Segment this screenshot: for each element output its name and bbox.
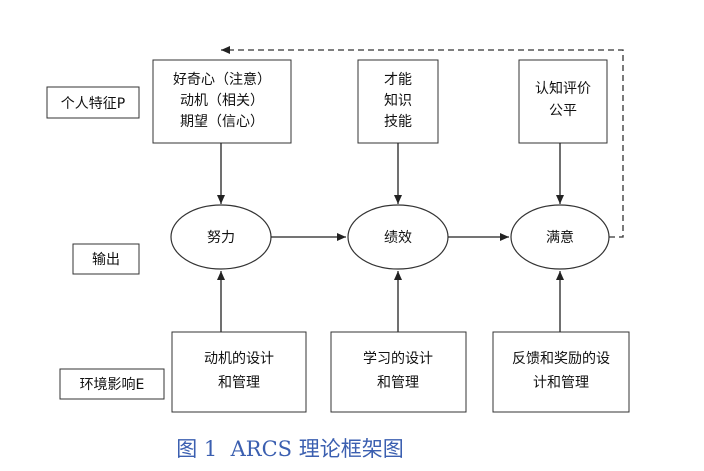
top-box-ability bbox=[357, 59, 439, 144]
top-box-cognition-line-1: 认知评价 bbox=[535, 80, 591, 97]
bottom-box-feedback-design-line-2: 计和管理 bbox=[533, 375, 589, 391]
top-box-attention-line-3: 期望（信心） bbox=[180, 114, 264, 130]
top-box-attention bbox=[152, 59, 292, 144]
ellipse-performance-label: 绩效 bbox=[384, 230, 412, 246]
ellipse-satisfaction-label: 满意 bbox=[546, 229, 574, 246]
row-label-personal-box bbox=[46, 86, 140, 119]
top-box-attention-line-2: 动机（相关） bbox=[180, 93, 264, 109]
ellipse-satisfaction bbox=[510, 204, 610, 270]
top-box-ability-line-3: 技能 bbox=[384, 114, 412, 130]
row-label-personal: 个人特征P bbox=[61, 96, 125, 112]
figure-caption: 图 1 ARCS 理论框架图 bbox=[176, 437, 404, 461]
row-label-output: 输出 bbox=[92, 252, 120, 268]
bottom-box-learning-design-line-1: 学习的设计 bbox=[363, 351, 433, 367]
bottom-box-feedback-design-line-1: 反馈和奖励的设 bbox=[512, 350, 610, 367]
top-box-ability-line-1: 才能 bbox=[384, 72, 412, 88]
top-box-cognition bbox=[518, 59, 608, 144]
row-label-output-box bbox=[72, 243, 140, 275]
bottom-box-learning-design bbox=[330, 331, 467, 413]
top-box-cognition-line-2: 公平 bbox=[549, 103, 577, 119]
top-box-attention-line-1: 好奇心（注意） bbox=[173, 71, 271, 88]
row-label-environment-box bbox=[59, 368, 165, 400]
bottom-box-learning-design-line-2: 和管理 bbox=[377, 375, 419, 391]
ellipse-effort-label: 努力 bbox=[207, 230, 235, 246]
top-box-ability-line-2: 知识 bbox=[384, 92, 412, 109]
bottom-box-motivation-design-line-1: 动机的设计 bbox=[204, 351, 274, 367]
bottom-box-motivation-design bbox=[171, 331, 307, 413]
row-label-environment: 环境影响E bbox=[80, 377, 145, 393]
bottom-box-motivation-design-line-2: 和管理 bbox=[218, 375, 260, 391]
bottom-box-feedback-design bbox=[492, 331, 630, 413]
